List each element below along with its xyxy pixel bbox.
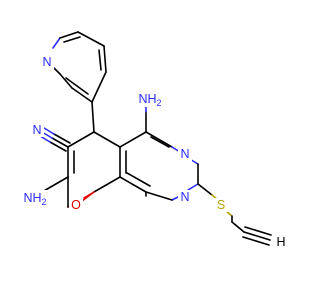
amine-top-label: NH2 [138,92,161,108]
molecule-structure: N N NH2 NH2 N N O S H [20,31,288,249]
amine-bottom-label: NH2 [23,191,46,207]
label-mask [274,235,288,249]
propargylthio-chain [197,183,272,246]
ring-nitrogen-bottom: N [180,190,189,204]
label-mask [20,190,50,206]
label-mask [30,123,44,137]
label-mask [214,198,228,212]
label-mask [178,190,192,204]
oxygen-atom: O [71,198,81,212]
label-mask [135,91,165,107]
label-mask [40,55,54,69]
pyridine-nitrogen: N [42,55,51,69]
label-mask [178,147,192,161]
alkyne-hydrogen: H [276,235,285,249]
ring-nitrogen-right: N [180,147,189,161]
label-mask [69,198,83,212]
fused-rings [35,101,199,208]
pyridine-ring [47,31,107,103]
nitrile-nitrogen: N [32,123,41,137]
nitrile-group [39,127,71,152]
sulfur-atom: S [217,198,225,212]
